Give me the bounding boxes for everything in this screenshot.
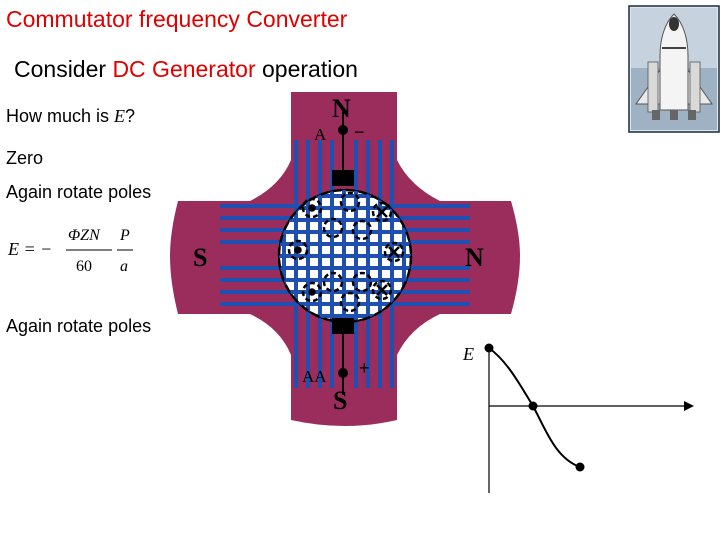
formula-den-1: 60 xyxy=(76,258,92,275)
terminal-aa-sign: + xyxy=(359,358,370,378)
terminal-aa xyxy=(338,368,348,378)
terminal-a-sign: − xyxy=(354,122,365,142)
graph-axis-label: E xyxy=(462,344,474,364)
shuttle-nose xyxy=(669,17,679,31)
conductor-out-of-page xyxy=(351,271,373,293)
conductor-into-page xyxy=(371,279,393,301)
space-shuttle-icon xyxy=(628,5,720,133)
shuttle-engine-3 xyxy=(688,110,696,120)
conductor-ring xyxy=(301,197,323,219)
formula-den-2: a xyxy=(120,258,128,275)
shuttle-booster-left xyxy=(647,61,659,113)
conductor-ring xyxy=(351,219,373,241)
curve-point-start xyxy=(484,343,494,353)
subtitle-suffix: operation xyxy=(255,56,358,82)
pole-left-label: S xyxy=(193,243,207,272)
conductor-ring xyxy=(339,291,361,313)
brush-top xyxy=(332,170,354,186)
conductor-ring xyxy=(322,217,344,239)
conductor-dot xyxy=(308,204,316,212)
question-text: How much is E? xyxy=(6,106,135,127)
brush-assembly-top: A − xyxy=(314,110,365,186)
subtitle-highlight: DC Generator xyxy=(112,56,256,82)
conductor-into-page xyxy=(371,201,393,223)
slide-subtitle: Consider DC Generator operation xyxy=(14,56,358,83)
conductor-ring xyxy=(371,279,393,301)
question-var: E xyxy=(114,106,126,126)
pole-right-label: N xyxy=(465,243,484,272)
conductor-out-of-page xyxy=(322,217,344,239)
answer-zero: Zero xyxy=(6,148,44,168)
conductor-cross xyxy=(376,284,388,296)
slide-title: Commutator frequency Converter xyxy=(6,6,348,32)
rotor-conductors xyxy=(287,191,405,313)
subtitle-prefix: Consider xyxy=(14,56,113,82)
conductor-out-of-page xyxy=(287,239,309,261)
conductor-out-of-page xyxy=(301,281,323,303)
conductor-out-of-page xyxy=(301,197,323,219)
emf-graph: E xyxy=(462,343,694,493)
conductor-ring xyxy=(383,241,405,263)
curve-point-zero xyxy=(528,401,538,411)
shuttle-engine-2 xyxy=(670,110,678,120)
conductor-ring xyxy=(351,271,373,293)
conductor-ring xyxy=(339,191,361,213)
conductor-out-of-page xyxy=(322,271,344,293)
pole-top-label: N xyxy=(332,94,351,123)
formula-lhs: E = − xyxy=(7,239,52,259)
conductor-cross xyxy=(376,206,388,218)
formula-num-1: ΦZN xyxy=(68,227,101,244)
answer-rotate-poles-1: Again rotate poles xyxy=(6,182,152,202)
terminal-aa-label: AA xyxy=(302,367,327,386)
conductor-ring xyxy=(371,201,393,223)
conductor-dot xyxy=(308,288,316,296)
brush-bottom xyxy=(332,318,354,334)
shuttle-engine-1 xyxy=(652,110,660,120)
emf-formula: E = − ΦZN 60 P a xyxy=(7,227,133,275)
brush-assembly-bottom: AA + xyxy=(302,318,370,395)
conductor-cross xyxy=(388,246,400,258)
answer-rotate-poles-2: Again rotate poles xyxy=(6,316,152,336)
terminal-a-label: A xyxy=(314,125,327,144)
conductor-dot xyxy=(294,246,302,254)
question-suffix: ? xyxy=(125,106,136,126)
conductor-ring xyxy=(322,271,344,293)
rotor-outline xyxy=(277,188,413,324)
terminal-a xyxy=(338,125,348,135)
curve-point-end xyxy=(575,462,585,472)
pole-bottom-label: S xyxy=(333,386,347,415)
formula-num-2: P xyxy=(119,227,130,244)
question-prefix: How much is xyxy=(6,106,115,126)
conductor-ring xyxy=(287,239,309,261)
conductor-out-of-page xyxy=(339,291,361,313)
conductor-ring xyxy=(301,281,323,303)
conductor-out-of-page xyxy=(351,219,373,241)
conductor-out-of-page xyxy=(339,191,361,213)
conductor-into-page xyxy=(383,241,405,263)
graph-x-arrow xyxy=(684,401,694,411)
shuttle-booster-right xyxy=(689,61,701,113)
